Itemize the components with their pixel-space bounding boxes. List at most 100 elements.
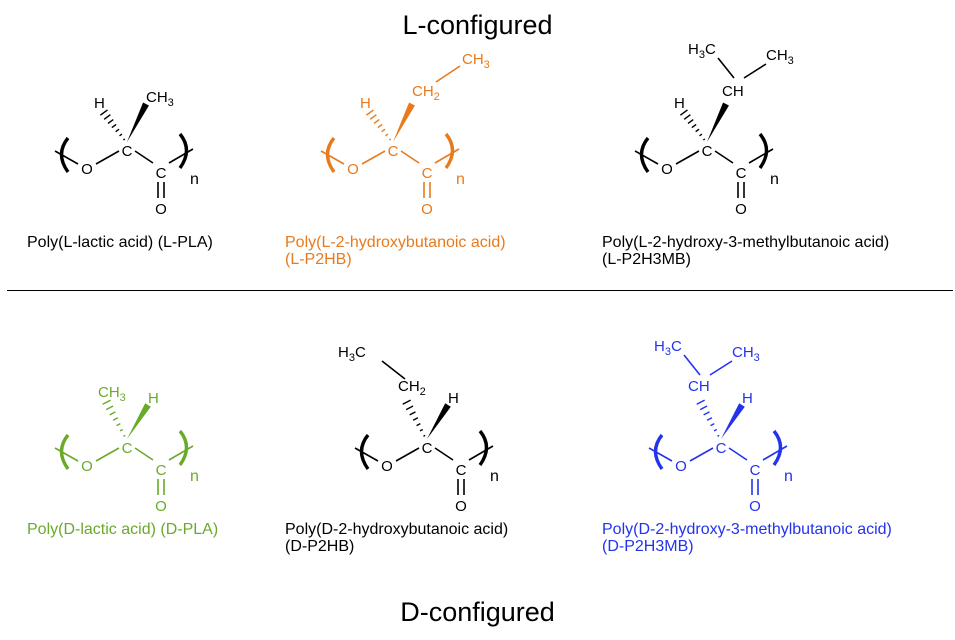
wedge-bond — [721, 403, 745, 439]
polymer-name-l-p2hb: Poly(L-2-hydroxybutanoic acid)(L-P2HB) — [285, 234, 506, 268]
atom-label: CH — [688, 378, 710, 395]
oxygen-label: O — [347, 161, 359, 178]
hashed-bond — [365, 109, 392, 141]
hydrogen-label: H — [360, 95, 371, 112]
subscript: 3 — [754, 352, 760, 364]
atom-label: H — [688, 41, 699, 58]
carbon-alpha-label: C — [388, 143, 399, 160]
atom-label: C — [671, 338, 682, 355]
atom-label: CH — [766, 47, 788, 64]
hydrogen-label: H — [448, 390, 459, 407]
subscript: 3 — [484, 59, 490, 71]
atom-label: C — [705, 41, 716, 58]
subscript: 3 — [168, 97, 174, 109]
carbonyl-oxygen-label: O — [421, 201, 433, 218]
atom-label: CH — [146, 89, 168, 106]
wedge-bond — [427, 403, 451, 439]
polymer-name-line: Poly(L-2-hydroxybutanoic acid) — [285, 234, 506, 251]
methylene-group: CH2 — [412, 83, 440, 103]
carbonyl-oxygen-label: O — [455, 498, 467, 515]
atom-label: CH — [732, 344, 754, 361]
oxygen-label: O — [661, 161, 673, 178]
atom-label: CH — [462, 51, 484, 68]
methyl-group: H3C — [338, 344, 366, 364]
wedge-bond — [127, 403, 151, 439]
methyl-group: H3C — [654, 338, 682, 358]
carbonyl-oxygen-label: O — [735, 201, 747, 218]
substituent-bonds — [683, 354, 733, 376]
polymer-name-d-p2h3mb: Poly(D-2-hydroxy-3-methylbutanoic acid)(… — [602, 521, 892, 555]
hydrogen-label: H — [674, 95, 685, 112]
backbone-bonds — [648, 429, 788, 495]
heading-d-configured: D-configured — [400, 597, 555, 627]
polymer-name-line: Poly(D-2-hydroxybutanoic acid) — [285, 521, 509, 538]
atom-label: CH — [398, 378, 420, 395]
carbonyl-carbon-label: C — [156, 462, 167, 479]
polymer-name-d-p2hb: Poly(D-2-hydroxybutanoic acid)(D-P2HB) — [285, 521, 508, 555]
backbone-bonds — [634, 132, 774, 198]
substituent-bonds — [435, 65, 461, 83]
divider-line — [7, 290, 953, 291]
bracket-right — [178, 132, 189, 169]
oxygen-label: O — [381, 458, 393, 475]
repeat-n-label: n — [190, 468, 199, 485]
repeat-n-label: n — [490, 468, 499, 485]
subscript: 3 — [349, 352, 355, 364]
hydrogen-label: H — [742, 390, 753, 407]
carbonyl-carbon-label: C — [456, 462, 467, 479]
atom-label: H — [654, 338, 665, 355]
polymer-name-line: Poly(L-2-hydroxy-3-methylbutanoic acid) — [602, 234, 890, 251]
carbonyl-oxygen-label: O — [155, 498, 167, 515]
polymer-name-l-pla: Poly(L-lactic acid) (L-PLA) — [27, 234, 213, 251]
polymer-name-line: (L-P2H3MB) — [602, 251, 691, 268]
backbone-bonds — [54, 429, 194, 495]
hydrogen-label: H — [94, 95, 105, 112]
hashed-bond — [402, 399, 426, 437]
repeat-n-label: n — [770, 171, 779, 188]
subscript: 3 — [120, 392, 126, 404]
subscript: 3 — [788, 55, 794, 67]
polymer-name-line: (D-P2HB) — [285, 538, 355, 555]
carbonyl-carbon-label: C — [736, 165, 747, 182]
carbon-alpha-label: C — [422, 440, 433, 457]
carbonyl-carbon-label: C — [422, 165, 433, 182]
atom-label: H — [338, 344, 349, 361]
methyl-group: H3C — [688, 41, 716, 61]
atom-label: C — [355, 344, 366, 361]
polymer-name-line: Poly(D-2-hydroxy-3-methylbutanoic acid) — [602, 521, 892, 538]
polymer-name-line: Poly(D-lactic acid) (D-PLA) — [27, 521, 219, 538]
oxygen-label: O — [81, 161, 93, 178]
hashed-bond — [679, 109, 706, 141]
carbonyl-oxygen-label: O — [749, 498, 761, 515]
carbon-alpha-label: C — [122, 143, 133, 160]
hydrogen-label: H — [148, 390, 159, 407]
bracket-right — [772, 429, 783, 466]
carbonyl-oxygen-label: O — [155, 201, 167, 218]
wedge-bond — [707, 102, 729, 142]
bracket-right — [758, 132, 769, 169]
atom-label: CH — [98, 384, 120, 401]
bracket-right — [178, 429, 189, 466]
methyl-group: CH3 — [98, 384, 126, 404]
backbone-bonds — [54, 132, 194, 198]
subscript: 2 — [434, 91, 440, 103]
backbone-bonds — [320, 132, 460, 198]
carbon-alpha-label: C — [716, 440, 727, 457]
backbone-bonds — [354, 429, 494, 495]
wedge-bond — [127, 102, 149, 142]
polymer-name-d-pla: Poly(D-lactic acid) (D-PLA) — [27, 521, 218, 538]
hashed-bond — [102, 399, 126, 437]
methyl-group: CH3 — [462, 51, 490, 71]
subscript: 3 — [665, 346, 671, 358]
substituent-bonds — [717, 57, 767, 79]
hashed-bond — [696, 399, 720, 437]
bracket-left — [59, 136, 70, 173]
carbon-alpha-label: C — [702, 143, 713, 160]
polymer-name-line: (L-P2HB) — [285, 251, 352, 268]
methyl-group: CH3 — [766, 47, 794, 67]
repeat-n-label: n — [456, 171, 465, 188]
